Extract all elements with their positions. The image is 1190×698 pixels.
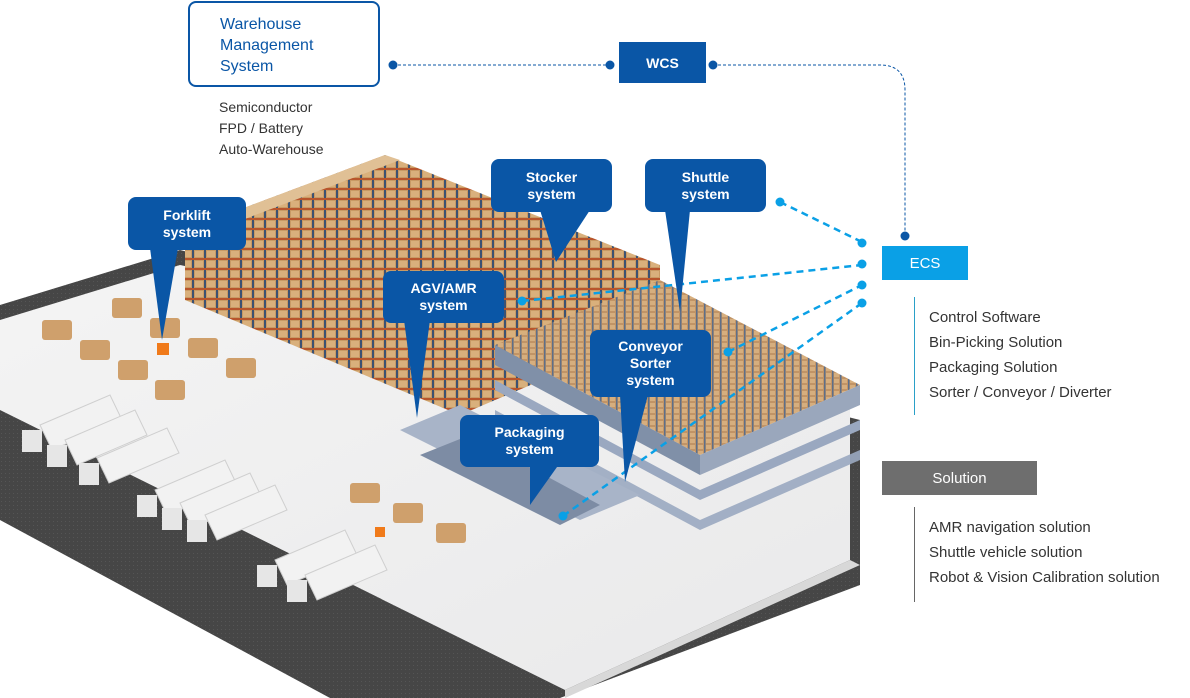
callout-forklift-system[interactable]: Forklift system [128,197,246,250]
solution-item-list: AMR navigation solution Shuttle vehicle … [914,507,1160,602]
wms-box[interactable]: Warehouse Management System [188,1,380,87]
wms-title: Warehouse Management System [220,16,314,75]
ecs-item: Packaging Solution [929,359,1058,376]
callout-shuttle-system[interactable]: Shuttle system [645,159,766,212]
industry-item: FPD / Battery [219,120,304,136]
connector-dots [388,60,910,521]
callout-stocker-system[interactable]: Stocker system [491,159,612,212]
floor-edge [565,560,860,698]
trucks [22,394,388,602]
solution-box[interactable]: Solution [882,461,1037,495]
forklift [157,343,169,355]
industry-item: Auto-Warehouse [219,141,324,157]
connector-lines [393,64,906,518]
industry-item: Semiconductor [219,99,313,115]
solution-item: AMR navigation solution [929,519,1091,536]
callout-pointers [150,210,690,505]
callout-conveyor-sorter-system[interactable]: Conveyor Sorter system [590,330,711,397]
forklift [375,527,385,537]
solution-item: Robot & Vision Calibration solution [929,569,1160,586]
wms-industry-list: Semiconductor FPD / Battery Auto-Warehou… [219,97,324,160]
ecs-item-list: Control Software Bin-Picking Solution Pa… [914,297,1112,415]
wcs-box[interactable]: WCS [619,42,706,83]
callout-packaging-system[interactable]: Packaging system [460,415,599,467]
ecs-item: Sorter / Conveyor / Diverter [929,384,1112,401]
solution-item: Shuttle vehicle solution [929,544,1083,561]
ecs-item: Control Software [929,309,1041,326]
ecs-item: Bin-Picking Solution [929,334,1063,351]
ecs-box[interactable]: ECS [882,246,968,280]
pallets [42,298,466,543]
callout-agv-amr-system[interactable]: AGV/AMR system [383,271,504,323]
